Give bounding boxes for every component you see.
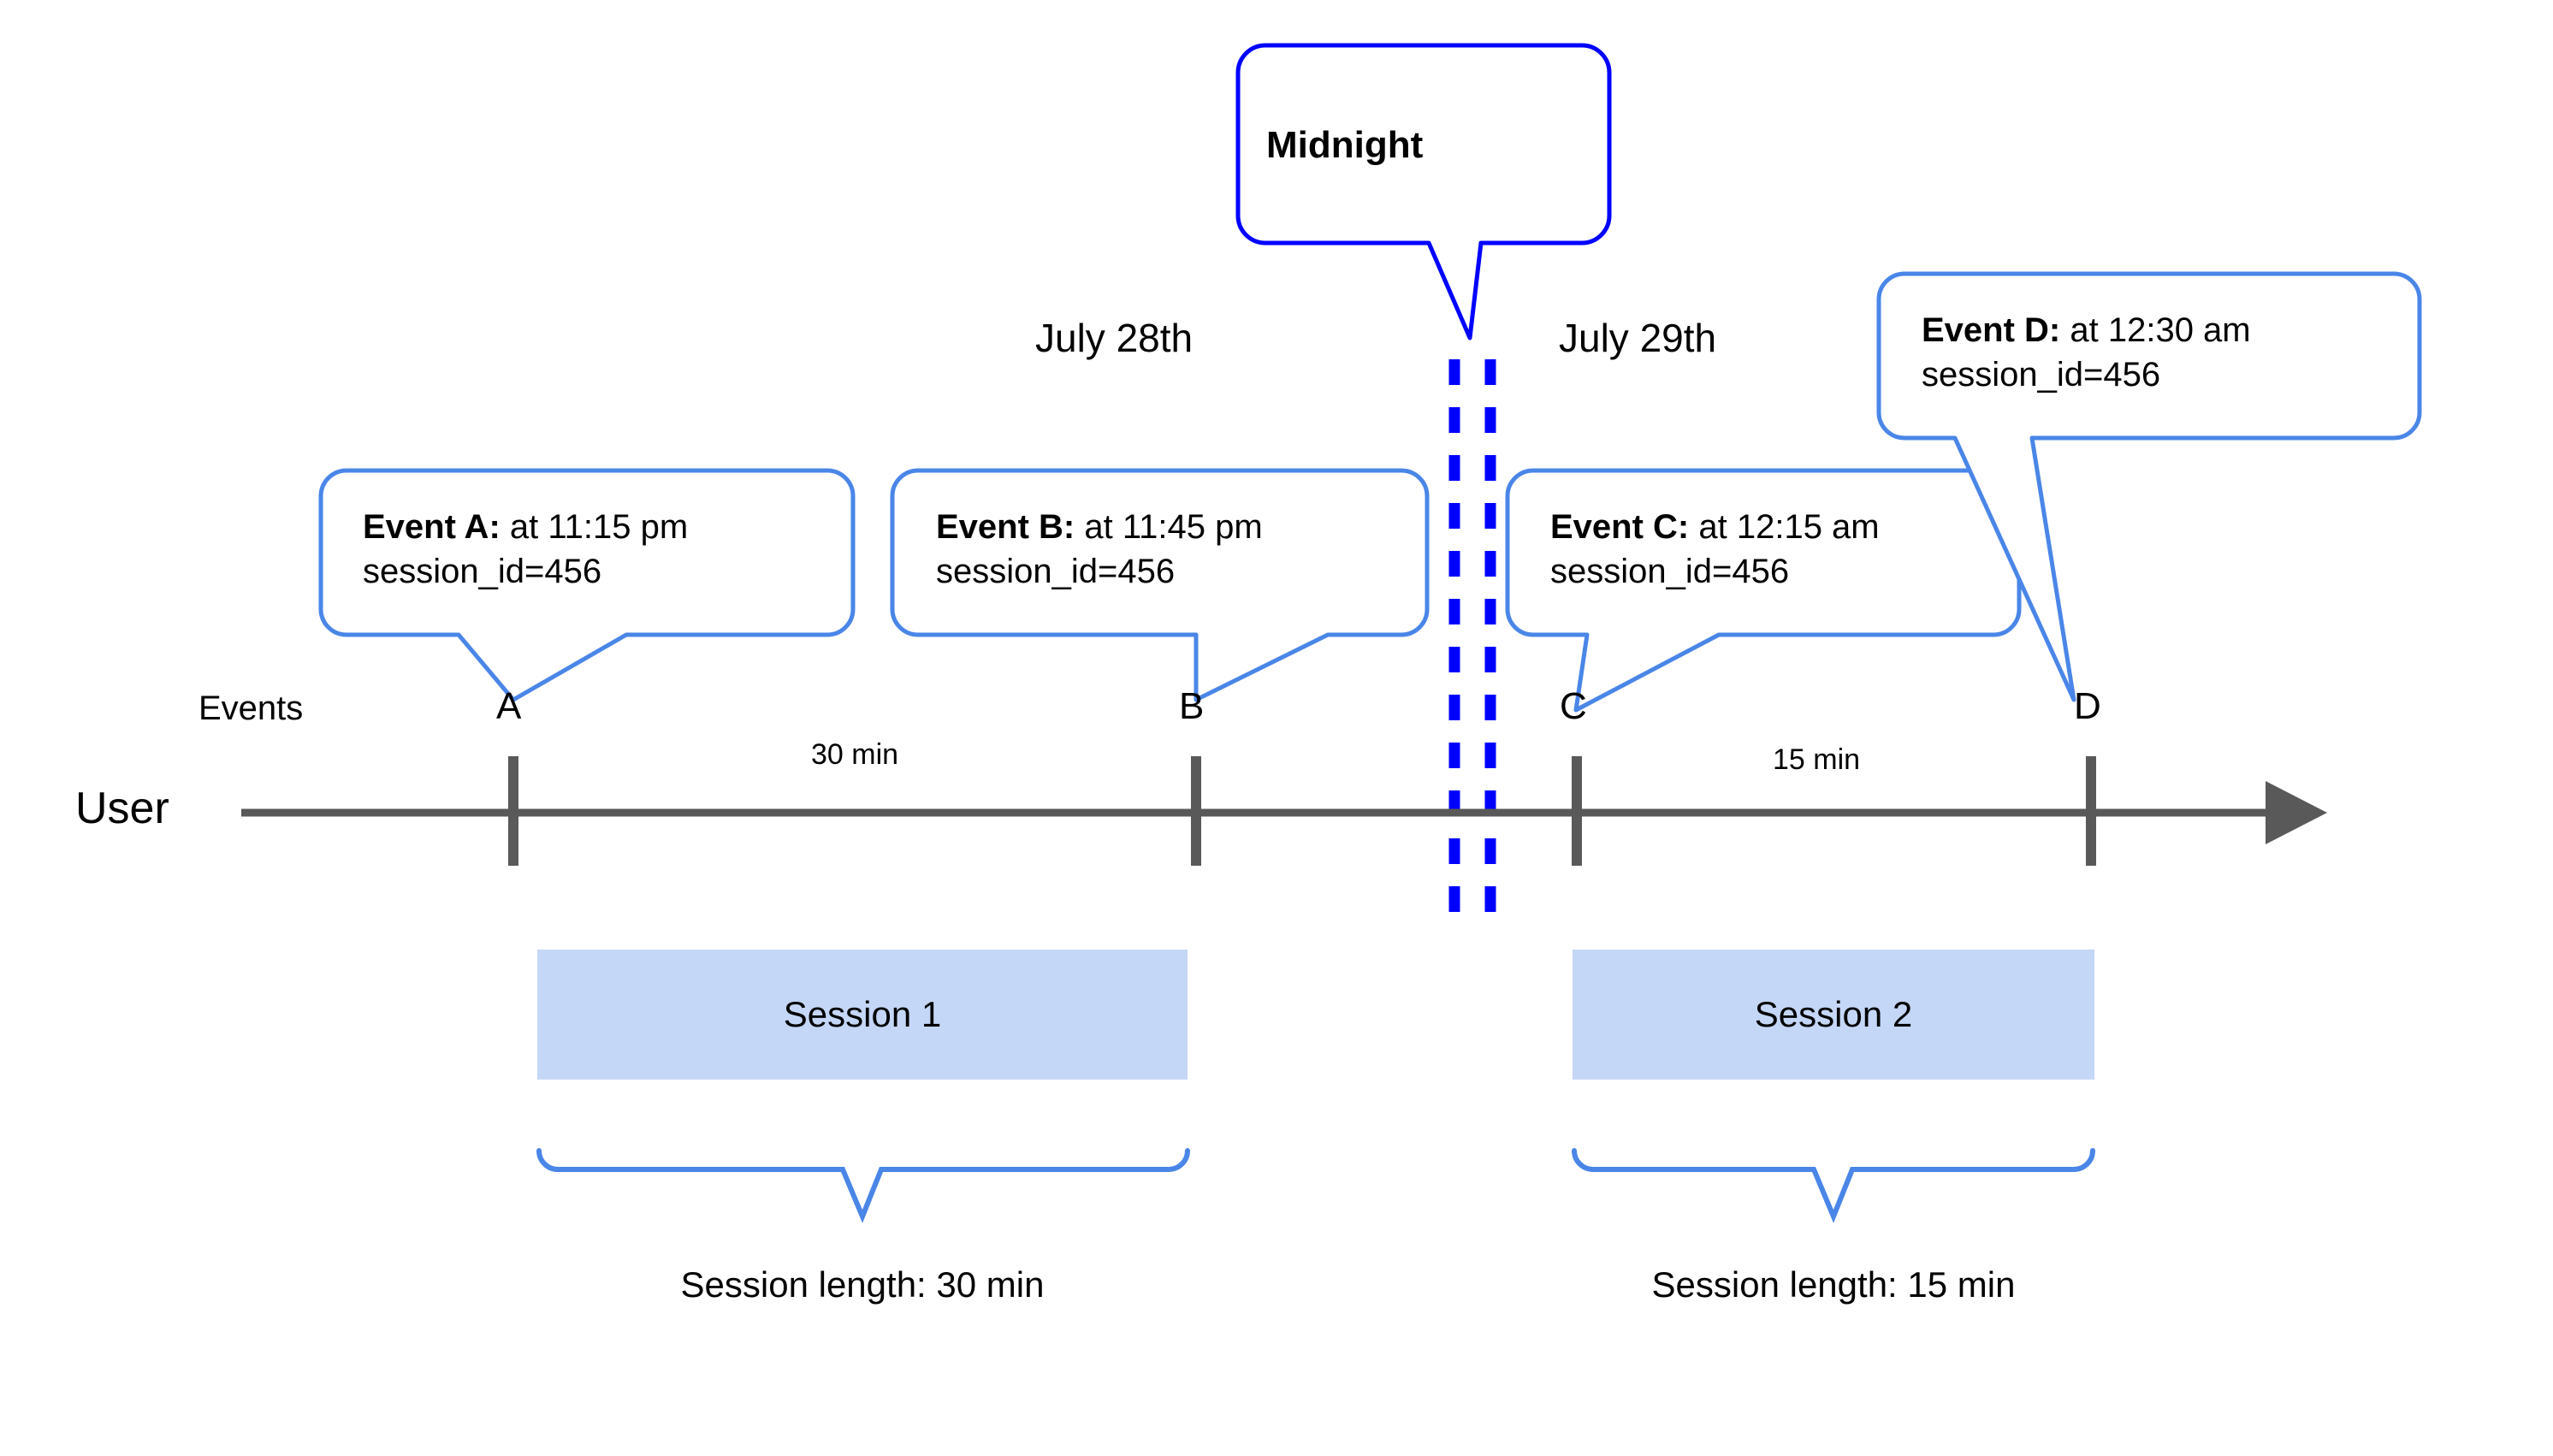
event-c-callout[interactable] <box>1505 468 2022 713</box>
midnight-callout-shape <box>1235 43 1612 340</box>
event-c-line-1: Event C: at 12:15 am <box>1550 505 1880 549</box>
session-1-bar[interactable] <box>537 950 1188 1080</box>
event-c-line-2: session_id=456 <box>1550 553 1790 590</box>
event-d-callout[interactable] <box>1876 271 2422 702</box>
event-d-title: Event D: <box>1922 311 2061 349</box>
event-b-line-2: session_id=456 <box>936 553 1176 590</box>
event-d-line-2: session_id=456 <box>1922 356 2161 394</box>
session-2-length-label: Session length: 15 min <box>1651 1264 2016 1305</box>
event-a-line-2: session_id=456 <box>363 553 602 590</box>
event-b-text: Event B: at 11:45 pm session_id=456 <box>936 505 1263 594</box>
event-b-callout[interactable] <box>890 468 1430 702</box>
timeline-arrow-head <box>2266 781 2327 844</box>
session-1-length-label: Session length: 30 min <box>680 1264 1045 1305</box>
midnight-boundary-lines <box>1448 359 1496 932</box>
event-d-text: Event D: at 12:30 am session_id=456 <box>1922 308 2251 397</box>
event-c-callout-shape <box>1505 468 2022 713</box>
session-bars <box>537 950 2094 1080</box>
tick-letter-d: D <box>2074 685 2101 727</box>
gap-label-a-b: 30 min <box>811 738 899 771</box>
event-a-callout[interactable] <box>318 468 856 702</box>
event-c-time: at 12:15 am <box>1689 508 1880 546</box>
event-a-line-1: Event A: at 11:15 pm <box>363 505 688 549</box>
event-d-time: at 12:30 am <box>2060 311 2251 349</box>
event-c-text: Event C: at 12:15 am session_id=456 <box>1550 505 1880 594</box>
event-d-callout-shape <box>1876 271 2422 702</box>
session-2-label: Session 2 <box>1754 994 1913 1034</box>
session-braces <box>536 1148 2095 1223</box>
midnight-callout[interactable] <box>1235 43 1612 340</box>
midnight-label: Midnight <box>1266 124 1424 166</box>
session-1-label: Session 1 <box>783 994 942 1034</box>
event-b-line-1: Event B: at 11:45 pm <box>936 505 1263 549</box>
date-label-july-29: July 29th <box>1559 316 1717 360</box>
event-a-title: Event A: <box>363 508 501 546</box>
event-a-time: at 11:15 pm <box>500 508 689 546</box>
tick-letter-a: A <box>496 685 522 727</box>
events-row-label: Events <box>198 690 304 727</box>
event-b-callout-shape <box>890 468 1430 702</box>
event-b-title: Event B: <box>936 508 1075 546</box>
session-2-bar[interactable] <box>1573 950 2094 1080</box>
session-1-brace <box>536 1148 1190 1223</box>
event-b-time: at 11:45 pm <box>1075 508 1263 546</box>
event-c-title: Event C: <box>1550 508 1690 546</box>
event-d-line-1: Event D: at 12:30 am <box>1922 308 2251 352</box>
gap-label-c-d: 15 min <box>1773 743 1861 776</box>
timeline-ticks <box>508 756 2096 866</box>
tick-letter-c: C <box>1560 685 1587 727</box>
date-label-july-28: July 28th <box>1035 316 1194 360</box>
event-a-callout-shape <box>318 468 856 702</box>
event-a-text: Event A: at 11:15 pm session_id=456 <box>363 505 688 594</box>
user-row-label: User <box>75 784 169 833</box>
session-2-brace <box>1572 1148 2095 1223</box>
timeline-axis <box>241 781 2327 844</box>
tick-letter-b: B <box>1179 685 1205 727</box>
